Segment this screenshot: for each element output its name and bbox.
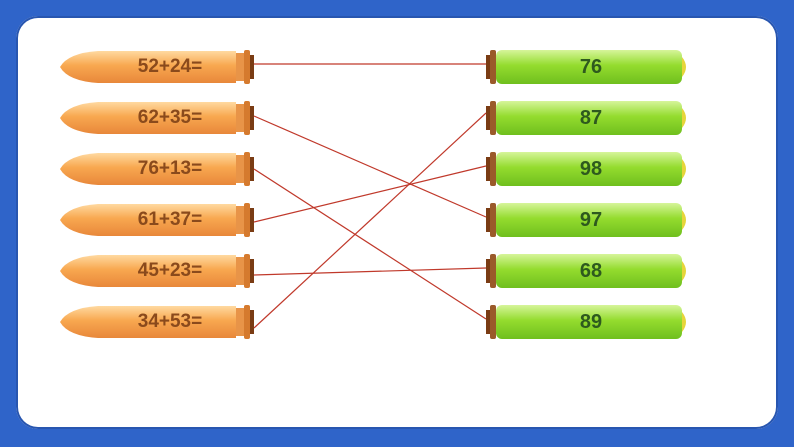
connection-line (253, 165, 487, 223)
answer-card-2[interactable]: 87 (486, 98, 692, 138)
expression-label: 62+35= (137, 107, 203, 128)
answer-label: 89 (579, 311, 603, 333)
expression-card-3[interactable]: 76+13= (58, 149, 256, 189)
connection-line (253, 112, 487, 329)
answer-card-1[interactable]: 76 (486, 47, 692, 87)
expression-label: 34+53= (137, 311, 203, 332)
pencil-shape (60, 152, 254, 186)
answer-label: 98 (579, 158, 603, 180)
answer-card-6[interactable]: 89 (486, 302, 692, 342)
expression-label: 61+37= (137, 209, 203, 230)
battery-shape (486, 152, 686, 186)
connection-line (253, 267, 487, 276)
pencil-shape (60, 101, 254, 135)
expression-label: 52+24= (137, 56, 203, 77)
answer-label: 76 (579, 56, 603, 78)
battery-shape (486, 203, 686, 237)
battery-shape (486, 50, 686, 84)
expression-label: 45+23= (137, 260, 203, 281)
expression-label: 76+13= (137, 158, 203, 179)
pencil-shape (60, 305, 254, 339)
expression-card-2[interactable]: 62+35= (58, 98, 256, 138)
battery-shape (486, 305, 686, 339)
answer-label: 97 (579, 209, 603, 231)
expression-card-4[interactable]: 61+37= (58, 200, 256, 240)
expression-card-6[interactable]: 34+53= (58, 302, 256, 342)
connection-line (253, 115, 487, 218)
pencil-shape (60, 254, 254, 288)
connection-line (253, 168, 487, 320)
pencil-shape (60, 203, 254, 237)
pencil-shape (60, 50, 254, 84)
answer-card-4[interactable]: 97 (486, 200, 692, 240)
battery-shape (486, 254, 686, 288)
expression-card-1[interactable]: 52+24= (58, 47, 256, 87)
answer-label: 68 (579, 260, 603, 282)
answer-card-3[interactable]: 98 (486, 149, 692, 189)
answer-card-5[interactable]: 68 (486, 251, 692, 291)
battery-shape (486, 101, 686, 135)
answer-label: 87 (579, 107, 603, 129)
expression-card-5[interactable]: 45+23= (58, 251, 256, 291)
